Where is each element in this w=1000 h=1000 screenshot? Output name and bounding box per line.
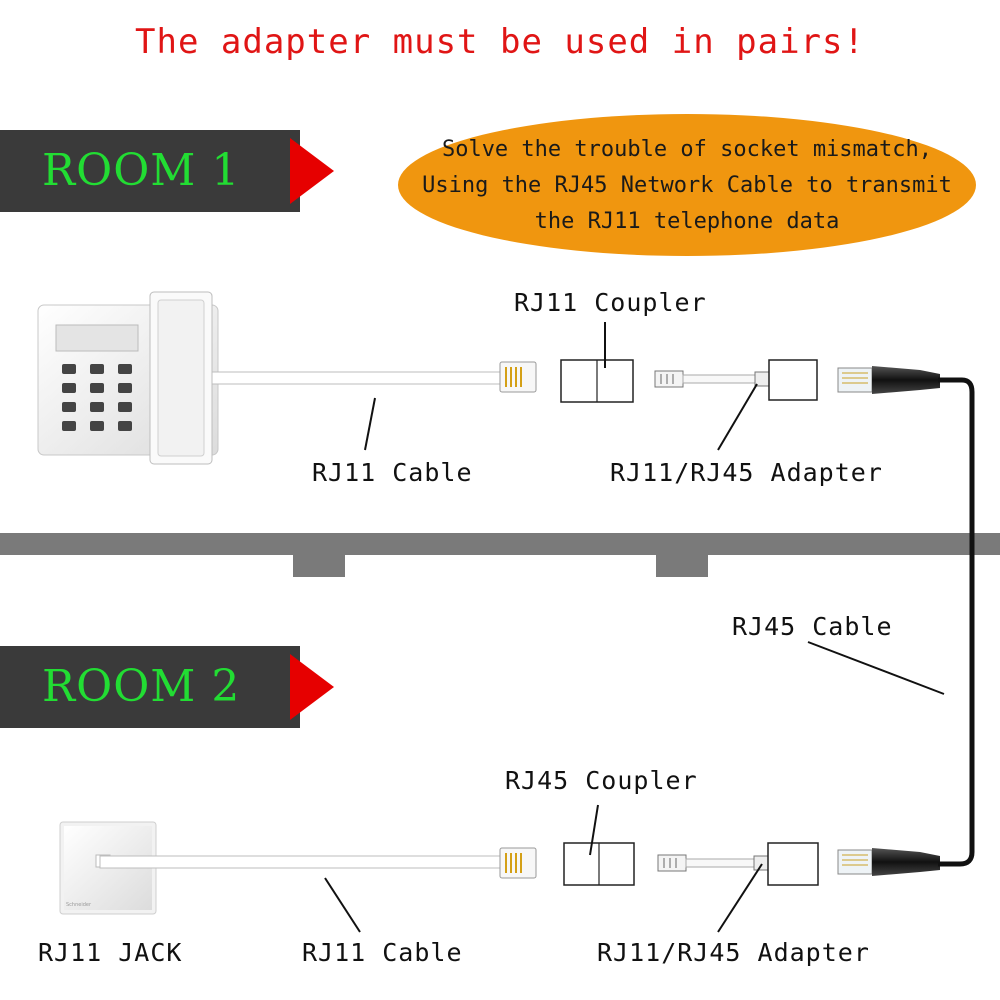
headline: The adapter must be used in pairs! — [135, 22, 865, 62]
svg-text:Schneider: Schneider — [66, 902, 92, 908]
label-rj11-coupler: RJ11 Coupler — [514, 288, 707, 317]
rj45-coupler-icon — [563, 842, 635, 886]
rj11-cable-room2 — [99, 847, 537, 879]
callout-text: Solve the trouble of socket mismatch, Us… — [398, 132, 976, 240]
room-1-label: ROOM 1 — [42, 145, 241, 196]
label-adapter-room1: RJ11/RJ45 Adapter — [610, 458, 883, 487]
label-rj45-coupler: RJ45 Coupler — [505, 766, 698, 795]
label-rj11-jack: RJ11 JACK — [38, 938, 183, 967]
rj45-plug-room1-icon — [837, 366, 940, 394]
room-1-arrow-icon — [290, 138, 334, 204]
callout-ellipse — [398, 114, 976, 256]
room-2-banner — [0, 646, 300, 728]
adapter-room2-icon — [657, 842, 819, 886]
callout-line-3: the RJ11 telephone data — [534, 209, 840, 234]
label-rj11-cable-room1: RJ11 Cable — [312, 458, 473, 487]
floor-divider — [0, 533, 1000, 577]
rj45-cable-line — [938, 377, 975, 867]
label-rj11-cable-room2: RJ11 Cable — [302, 938, 463, 967]
room-2-label: ROOM 2 — [42, 661, 241, 712]
label-adapter-room2: RJ11/RJ45 Adapter — [597, 938, 870, 967]
label-rj45-cable: RJ45 Cable — [732, 612, 893, 641]
leader-lines — [324, 322, 945, 933]
keypad — [62, 364, 132, 431]
room-1-banner — [0, 130, 300, 212]
rj11-cable-room1 — [211, 361, 537, 393]
callout-line-1: Solve the trouble of socket mismatch, — [441, 137, 933, 162]
room-2-arrow-icon — [290, 654, 334, 720]
telephone-icon — [37, 291, 219, 465]
callout-line-2: Using the RJ45 Network Cable to transmit — [422, 173, 952, 198]
rj45-plug-room2-icon — [837, 848, 940, 876]
rj11-coupler-icon — [560, 359, 634, 403]
adapter-room1-icon — [654, 359, 818, 401]
